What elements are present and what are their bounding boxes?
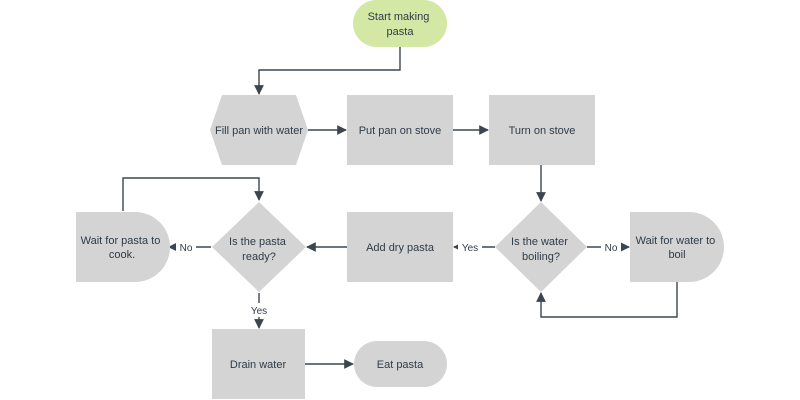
edge-wait-boil-loop-back xyxy=(536,282,678,318)
edge-label-boiling-no: No xyxy=(605,243,618,254)
node-drain-label: Drain water xyxy=(230,359,287,371)
node-wait-cook-line-2: cook. xyxy=(109,249,135,261)
node-fill-pan-label: Fill pan with water xyxy=(215,125,303,137)
node-wait-boil: Wait for water to boil xyxy=(630,212,724,282)
node-eat-label: Eat pasta xyxy=(377,359,424,371)
node-is-ready-line-2: ready? xyxy=(242,251,276,263)
node-is-boiling-line-1: Is the water xyxy=(511,236,568,248)
node-drain: Drain water xyxy=(212,329,305,399)
node-start: Start making pasta xyxy=(353,0,447,47)
edge-label-ready-yes: Yes xyxy=(251,306,267,317)
node-wait-boil-line-1: Wait for water to xyxy=(636,235,716,247)
node-wait-cook: Wait for pasta to cook. xyxy=(76,212,170,282)
node-start-line-1: Start making xyxy=(368,11,430,23)
node-is-ready: Is the pasta ready? xyxy=(212,202,306,292)
node-wait-boil-line-2: boil xyxy=(668,249,685,261)
svg-text:Is the pasta ready?: Is the pasta ready? xyxy=(229,236,289,263)
node-is-boiling: Is the water boiling? xyxy=(495,202,587,292)
edge-wait-cook-loop-back xyxy=(122,177,264,211)
node-fill-pan: Fill pan with water xyxy=(210,95,308,165)
node-add-pasta: Add dry pasta xyxy=(347,212,453,282)
edge-labels: Yes No No Yes xyxy=(176,240,621,317)
svg-text:Wait for pasta to cook.: Wait for pasta to cook. xyxy=(81,235,164,261)
edges xyxy=(122,47,678,369)
edge-start-to-fill-pan xyxy=(254,47,401,95)
svg-text:Wait for water to boil: Wait for water to boil xyxy=(636,235,719,261)
svg-text:Is the water boiling?: Is the water boiling? xyxy=(511,236,571,263)
node-start-line-2: pasta xyxy=(387,26,415,38)
node-put-pan: Put pan on stove xyxy=(347,95,453,165)
edge-label-boiling-yes: Yes xyxy=(462,243,478,254)
node-add-pasta-label: Add dry pasta xyxy=(366,242,435,254)
svg-text:Start making pasta: Start making pasta xyxy=(368,11,433,38)
node-turn-on: Turn on stove xyxy=(489,95,595,165)
node-is-boiling-line-2: boiling? xyxy=(522,251,560,263)
node-eat: Eat pasta xyxy=(354,341,447,387)
node-wait-cook-line-1: Wait for pasta to xyxy=(81,235,161,247)
node-put-pan-label: Put pan on stove xyxy=(359,125,442,137)
edge-label-ready-no: No xyxy=(180,243,193,254)
node-is-ready-line-1: Is the pasta xyxy=(229,236,287,248)
node-turn-on-label: Turn on stove xyxy=(509,125,576,137)
